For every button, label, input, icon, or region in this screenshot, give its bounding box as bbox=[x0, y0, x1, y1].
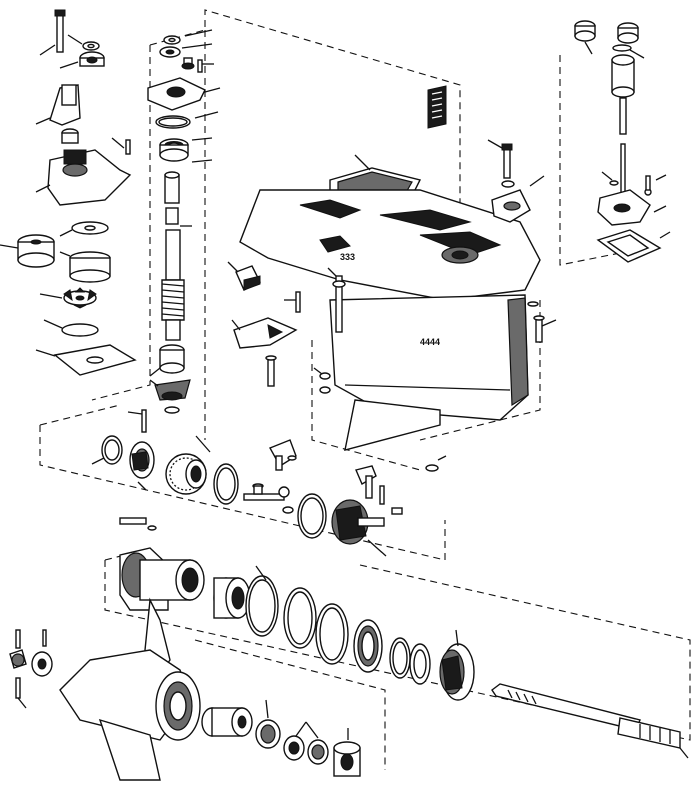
forward-gear-prop bbox=[439, 629, 475, 701]
impeller-left bbox=[63, 287, 97, 309]
housing-mark-side: 4444 bbox=[420, 337, 440, 347]
shifter bbox=[243, 439, 403, 557]
grease-block bbox=[427, 85, 447, 129]
housing-mark-top: 333 bbox=[340, 252, 355, 262]
shift-bracket bbox=[35, 84, 81, 126]
reverse-gear-group bbox=[91, 435, 155, 491]
forward-gear bbox=[165, 435, 211, 495]
thrust-washer bbox=[213, 463, 239, 505]
gearcase-housing: 333 4444 bbox=[239, 189, 541, 451]
center-bolts bbox=[265, 267, 447, 472]
drive-shaft-column bbox=[127, 29, 221, 433]
prop-nut-group bbox=[9, 629, 53, 709]
pump-housing-left bbox=[35, 128, 132, 206]
trim-tab bbox=[231, 317, 298, 349]
top-left-fasteners bbox=[39, 9, 105, 69]
propeller bbox=[59, 597, 201, 781]
prop-shaft-rings bbox=[245, 565, 431, 685]
prop-hub-parts bbox=[201, 699, 361, 777]
bearing-carrier bbox=[119, 517, 205, 611]
nose-block bbox=[227, 261, 261, 291]
propeller-shaft bbox=[491, 683, 689, 759]
assembly-outlines bbox=[39, 9, 691, 770]
water-tube-assembly bbox=[574, 20, 671, 263]
carrier-bearing bbox=[213, 577, 251, 619]
impeller-stack-left bbox=[0, 221, 137, 376]
housing-right-bolts bbox=[487, 139, 557, 343]
